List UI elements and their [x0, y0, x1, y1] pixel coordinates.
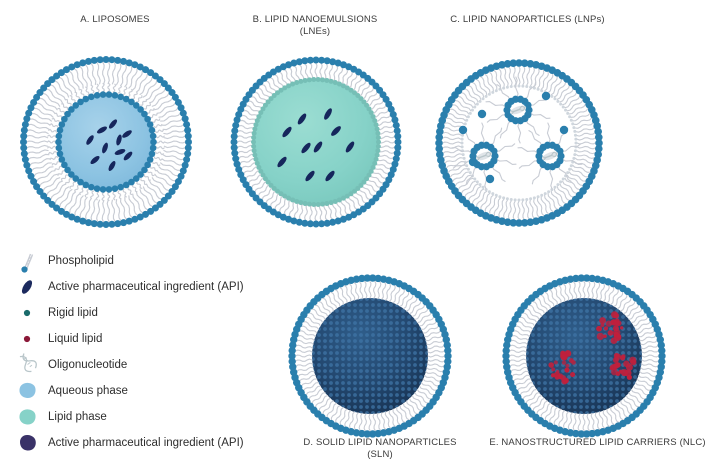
phospholipid-icon	[14, 248, 48, 274]
legend-label: Active pharmaceutical ingredient (API)	[48, 436, 244, 450]
legend: Phospholipid Active pharmaceutical ingre…	[14, 248, 294, 456]
legend-label: Aqueous phase	[48, 384, 128, 398]
legend-item-liquid-lipid: Liquid lipid	[14, 326, 294, 352]
api-blob-icon	[14, 430, 48, 456]
legend-item-api-blob: Active pharmaceutical ingredient (API)	[14, 430, 294, 456]
legend-label: Oligonucleotide	[48, 358, 127, 372]
lipid-phase-blob-icon	[14, 404, 48, 430]
legend-item-oligonucleotide: Oligonucleotide	[14, 352, 294, 378]
legend-item-aqueous-phase: Aqueous phase	[14, 378, 294, 404]
api-ellipse-icon	[14, 274, 48, 300]
panel-title-solid-lipid-nanoparticles: D. SOLID LIPID NANOPARTICLES (SLN)	[280, 437, 480, 461]
liquid-lipid-dot-icon	[14, 326, 48, 352]
legend-item-lipid-phase: Lipid phase	[14, 404, 294, 430]
legend-label: Liquid lipid	[48, 332, 102, 346]
particle-lipid-nanoparticle	[428, 52, 610, 234]
legend-item-phospholipid: Phospholipid	[14, 248, 294, 274]
legend-label: Phospholipid	[48, 254, 114, 268]
aqueous-phase-blob-icon	[14, 378, 48, 404]
rigid-lipid-dot-icon	[14, 300, 48, 326]
oligonucleotide-icon	[14, 352, 48, 378]
particle-liposome	[16, 52, 196, 232]
legend-item-rigid-lipid: Rigid lipid	[14, 300, 294, 326]
legend-label: Active pharmaceutical ingredient (API)	[48, 280, 244, 294]
particle-lipid-nanoemulsion	[226, 52, 406, 232]
legend-label: Lipid phase	[48, 410, 107, 424]
legend-label: Rigid lipid	[48, 306, 98, 320]
panel-title-liposomes: A. LIPOSOMES	[35, 14, 195, 26]
sln-solid-core	[312, 298, 428, 414]
panel-title-lipid-nanoparticles: C. LIPID NANOPARTICLES (LNPs)	[425, 14, 630, 26]
panel-title-lipid-nanoemulsions: B. LIPID NANOEMULSIONS (LNEs)	[215, 14, 415, 38]
particle-solid-lipid-nanoparticle	[286, 272, 454, 440]
legend-item-api-ellipse: Active pharmaceutical ingredient (API)	[14, 274, 294, 300]
particle-nanostructured-lipid-carrier	[500, 272, 668, 440]
